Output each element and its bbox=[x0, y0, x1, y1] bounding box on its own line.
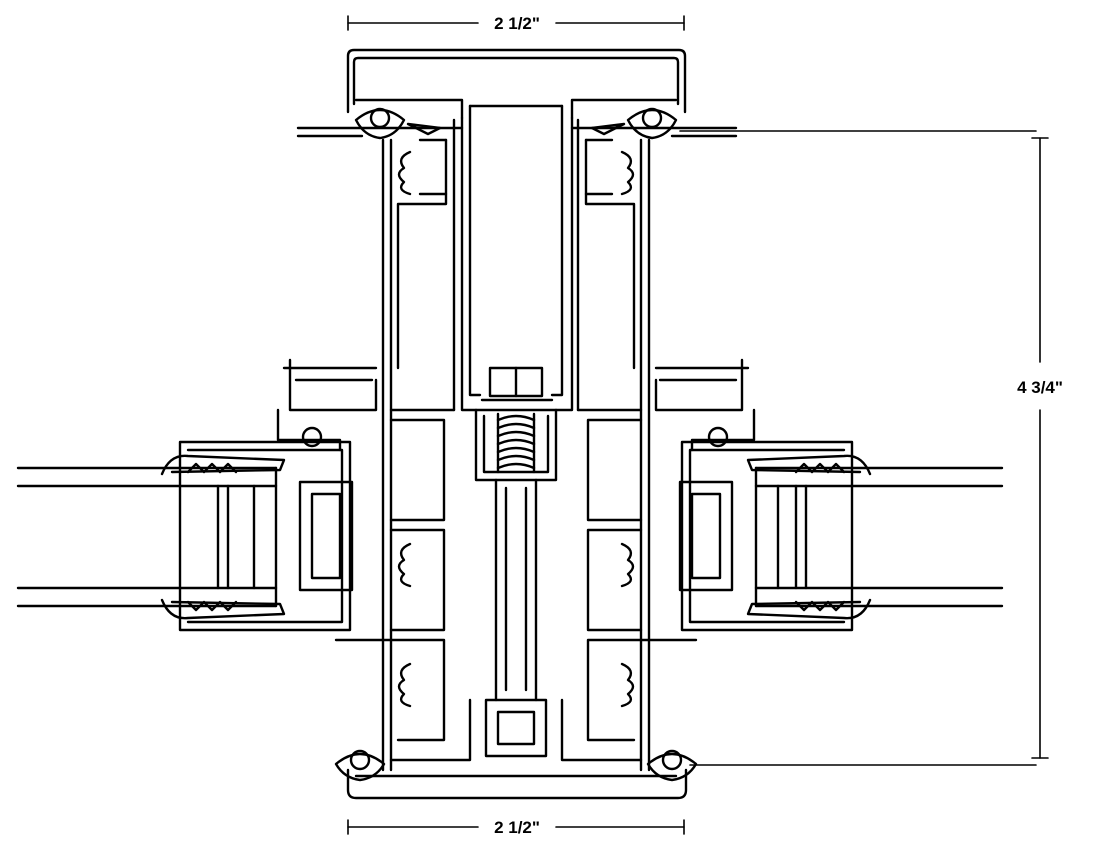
top-left-gasket bbox=[296, 107, 464, 140]
left-glazing-adapter bbox=[178, 358, 385, 642]
right-screw-splines bbox=[584, 138, 635, 708]
top-width-label: 2 1/2" bbox=[494, 14, 540, 33]
right-glazing-adapter bbox=[647, 358, 854, 642]
top-pressure-cap bbox=[346, 48, 687, 120]
bottom-left-gasket bbox=[334, 749, 386, 782]
left-mullion-body bbox=[346, 118, 688, 800]
t-stem bbox=[460, 104, 574, 412]
height-label: 4 3/4" bbox=[1017, 378, 1063, 397]
right-mullion-body bbox=[560, 118, 651, 772]
top-right-gasket bbox=[570, 107, 738, 140]
bottom-right-gasket bbox=[646, 749, 698, 782]
height-dimension: 4 3/4" bbox=[679, 130, 1063, 766]
left-screw-splines bbox=[397, 138, 448, 708]
top-width-dimension: 2 1/2" bbox=[347, 14, 685, 33]
fastener-screw bbox=[474, 366, 558, 482]
right-wedge-gaskets bbox=[746, 454, 872, 620]
bottom-width-dimension: 2 1/2" bbox=[347, 818, 685, 837]
left-glass-panel bbox=[16, 466, 278, 608]
screw-threads bbox=[496, 412, 536, 474]
bottom-width-label: 2 1/2" bbox=[494, 818, 540, 837]
isolator-stem bbox=[484, 478, 548, 758]
left-wedge-gaskets bbox=[160, 454, 286, 620]
right-glass-panel bbox=[754, 466, 1004, 608]
